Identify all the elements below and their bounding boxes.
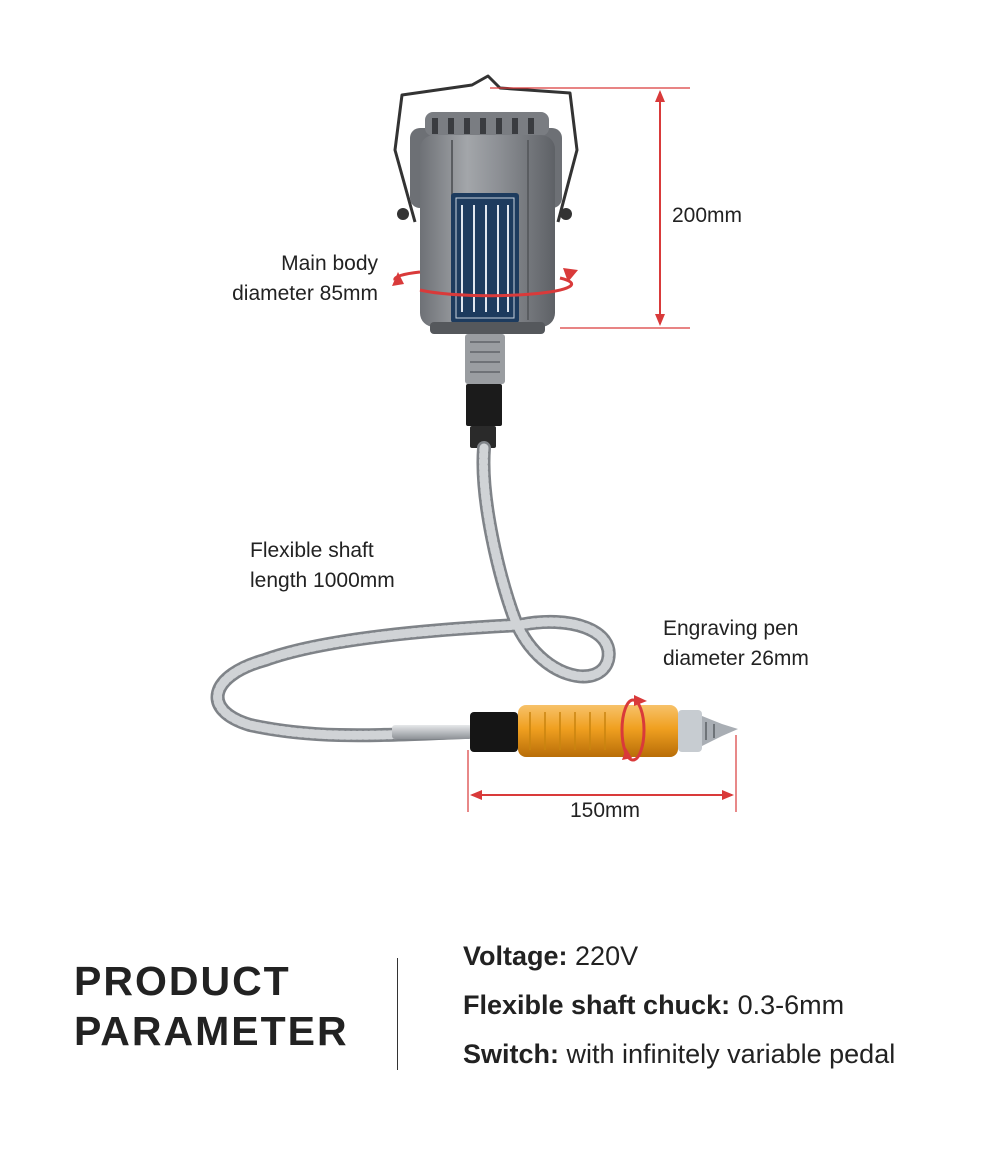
motor-body (410, 112, 562, 334)
height-dimension-label: 200mm (672, 204, 743, 227)
height-dimension-line (490, 87, 690, 329)
spec-value: 220V (575, 941, 639, 971)
main-body-annotation: Main body diameter 85mm (232, 249, 378, 309)
spec-row-voltage: Voltage: 220V (463, 932, 895, 981)
pen-rotation-arrow-icon (620, 695, 647, 762)
engraving-pen (470, 705, 738, 757)
rotation-arrow-icon (392, 268, 578, 298)
spec-key: Flexible shaft chuck: (463, 990, 731, 1020)
product-illustration (210, 74, 738, 812)
motor-coupler (465, 334, 505, 448)
main-body-label-line1: Main body (281, 252, 378, 275)
spec-value: 0.3-6mm (737, 990, 845, 1020)
section-title: PRODUCT PARAMETER (74, 956, 349, 1056)
spec-key: Switch: (463, 1039, 560, 1069)
engraving-pen-label-line1: Engraving pen (663, 617, 799, 640)
engraving-pen-annotation: Engraving pen diameter 26mm (663, 614, 809, 674)
section-title-line2: PARAMETER (74, 1008, 349, 1054)
spec-list: Voltage: 220V Flexible shaft chuck: 0.3-… (463, 932, 895, 1079)
spec-key: Voltage: (463, 941, 568, 971)
spec-row-switch: Switch: with infinitely variable pedal (463, 1030, 895, 1079)
vertical-divider (397, 958, 398, 1070)
section-title-line1: PRODUCT (74, 958, 291, 1004)
flexible-shaft-label-line2: length 1000mm (250, 569, 395, 592)
length-dimension-line (467, 735, 737, 812)
hanging-handle (393, 74, 579, 223)
flexible-shaft (210, 441, 616, 743)
engraving-pen-label-line2: diameter 26mm (663, 647, 809, 670)
flexible-shaft-annotation: Flexible shaft length 1000mm (250, 536, 395, 596)
flexible-shaft-label-line1: Flexible shaft (250, 539, 374, 562)
pen-length-dimension-label: 150mm (570, 799, 641, 822)
spec-value: with infinitely variable pedal (566, 1039, 896, 1069)
spec-row-chuck: Flexible shaft chuck: 0.3-6mm (463, 981, 895, 1030)
main-body-label-line2: diameter 85mm (232, 282, 378, 305)
